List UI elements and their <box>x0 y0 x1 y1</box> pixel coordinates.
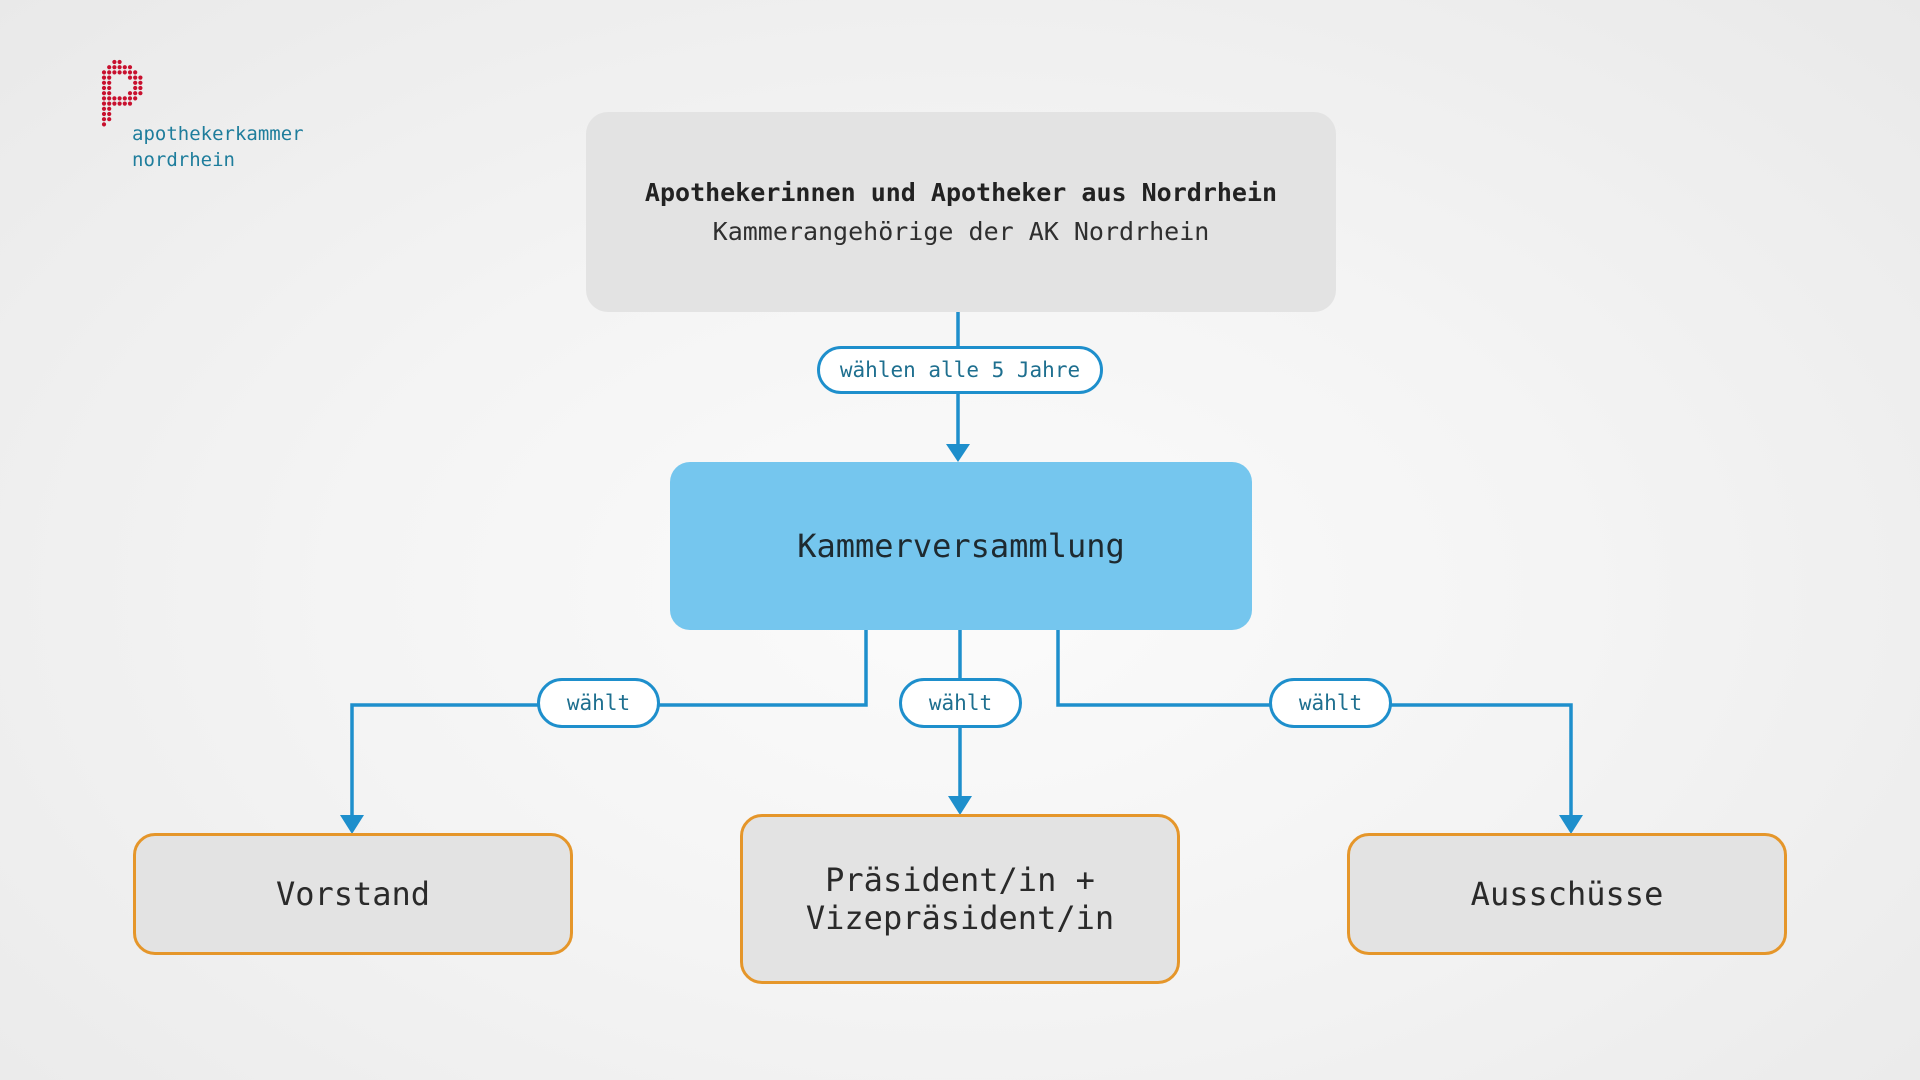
committees-box: Ausschüsse <box>1347 833 1787 955</box>
logo-dot <box>138 85 143 91</box>
elects-label-right: wählt <box>1269 678 1392 728</box>
logo-dot <box>122 70 127 75</box>
members-subtitle: Kammerangehörige der AK Nordrhein <box>712 217 1210 246</box>
logo-dot <box>101 101 107 106</box>
logo-dot <box>122 101 127 106</box>
arrowhead-to-middle <box>946 444 970 462</box>
election-interval-label: wählen alle 5 Jahre <box>817 346 1103 394</box>
logo-dot <box>101 80 107 85</box>
logo-dot <box>101 111 107 117</box>
logo-dot <box>138 91 143 96</box>
logo-dot <box>133 96 138 101</box>
logo-dot <box>107 75 112 80</box>
logo-dot <box>133 70 138 75</box>
arrowhead-to-right <box>1559 815 1583 834</box>
logo-dot <box>101 91 107 96</box>
logo-dot <box>117 70 122 75</box>
logo-dot <box>117 59 122 65</box>
logo-dot <box>107 80 112 85</box>
logo-dot <box>101 85 107 91</box>
logo-dot <box>127 96 133 101</box>
logo-dot <box>127 65 133 70</box>
logo-dot <box>133 80 138 85</box>
logo-dot <box>112 96 117 101</box>
logo-dot <box>133 85 138 91</box>
logo-dot <box>101 75 107 80</box>
logo-dot <box>112 59 117 65</box>
logo-dot <box>133 75 138 80</box>
arrowhead-to-center <box>948 796 972 815</box>
logo-dot <box>122 96 127 101</box>
assembly-box: Kammerversammlung <box>670 462 1252 630</box>
logo-dot <box>112 65 117 70</box>
logo-line-1: apothekerkammer <box>132 123 304 145</box>
committees-label: Ausschüsse <box>1470 875 1664 913</box>
logo-dot <box>117 65 122 70</box>
logo-dot <box>112 70 117 75</box>
logo-dot <box>133 91 138 96</box>
members-box: Apothekerinnen und Apotheker aus Nordrhe… <box>586 112 1336 312</box>
logo-dot <box>107 96 112 101</box>
logo-dot <box>107 85 112 91</box>
president-label-line-2: Vizepräsident/in <box>805 899 1115 937</box>
logo-dot <box>127 101 133 106</box>
assembly-label: Kammerversammlung <box>797 527 1125 565</box>
logo-dot <box>107 117 112 122</box>
logo-dot <box>107 106 112 111</box>
members-title: Apothekerinnen und Apotheker aus Nordrhe… <box>644 178 1278 207</box>
logo-dot <box>107 91 112 96</box>
logo-dot <box>101 106 107 111</box>
arrowhead-to-left <box>340 815 364 834</box>
board-box: Vorstand <box>133 833 573 955</box>
logo-dot <box>112 101 117 106</box>
logo-dot <box>138 75 143 80</box>
president-label-line-1: Präsident/in + <box>825 861 1095 899</box>
logo-dot <box>107 111 112 117</box>
elects-label-left: wählt <box>537 678 660 728</box>
pharmacy-p-icon <box>101 59 143 127</box>
logo-dot <box>127 70 133 75</box>
logo-dot <box>101 117 107 122</box>
logo-dot <box>101 122 107 127</box>
logo-dot <box>117 101 122 106</box>
logo-dot <box>101 96 107 101</box>
apothekerkammer-logo: apothekerkammer nordrhein <box>100 58 340 178</box>
logo-dot <box>107 101 112 106</box>
logo-line-2: nordrhein <box>132 149 235 171</box>
logo-dot <box>122 65 127 70</box>
logo-dot <box>101 70 107 75</box>
logo-dot <box>138 80 143 85</box>
president-box: Präsident/in + Vizepräsident/in <box>740 814 1180 984</box>
logo-dot <box>107 70 112 75</box>
elects-label-center: wählt <box>899 678 1022 728</box>
logo-dot <box>127 75 133 80</box>
board-label: Vorstand <box>275 875 431 913</box>
logo-dot <box>117 96 122 101</box>
logo-text: apothekerkammer nordrhein <box>132 121 304 173</box>
logo-dot <box>127 91 133 96</box>
logo-dot <box>107 65 112 70</box>
